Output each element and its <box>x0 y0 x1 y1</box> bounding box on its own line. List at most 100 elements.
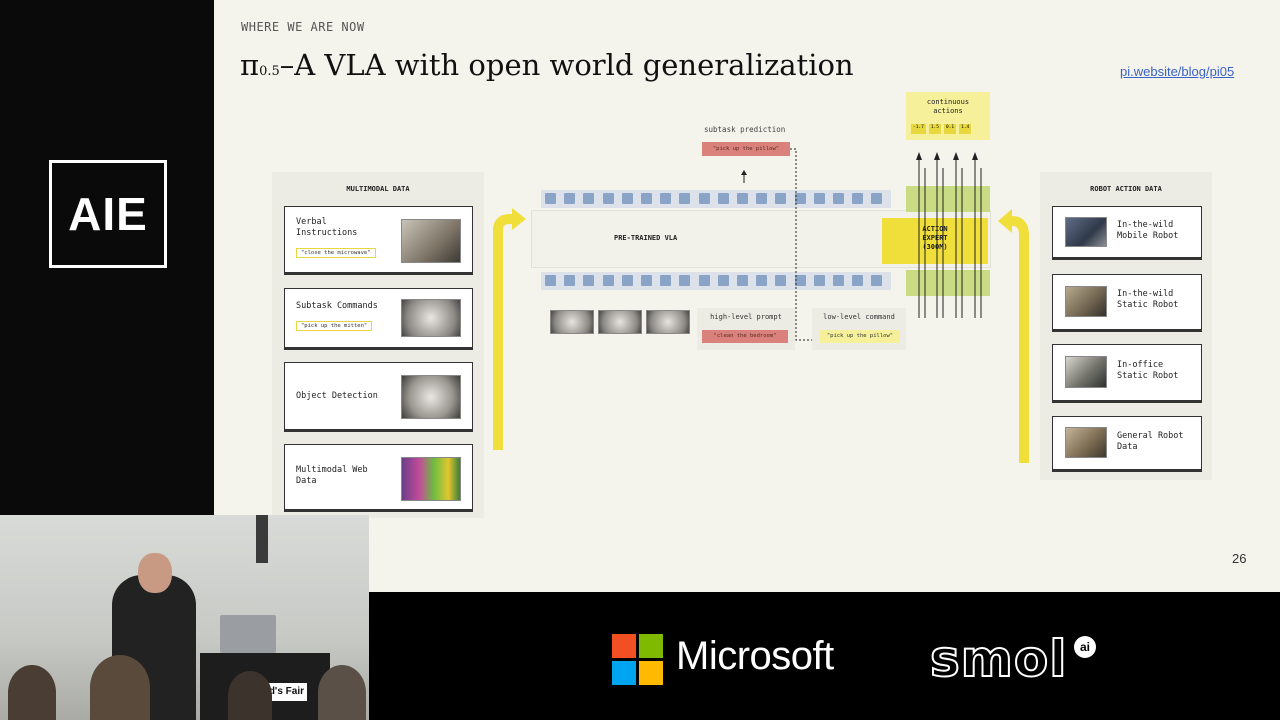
laptop <box>220 615 276 653</box>
card-label: In-the-wild Static Robot <box>1117 289 1179 310</box>
action-value: 0.1 <box>943 124 957 134</box>
card-label: Object Detection <box>296 391 378 401</box>
token <box>564 193 576 204</box>
multimodal-title: MULTIMODAL DATA <box>346 185 410 193</box>
action-expert-green-top <box>906 186 990 212</box>
page-number: 26 <box>1232 551 1247 566</box>
top-token-row <box>541 190 891 208</box>
card-multimodal-web: Multimodal Web Data <box>284 444 473 510</box>
office-robot-photo <box>1065 356 1107 388</box>
token <box>621 275 633 286</box>
token <box>641 193 652 204</box>
token <box>852 275 864 286</box>
token <box>756 193 768 204</box>
camera-image-3 <box>646 310 690 334</box>
microsoft-wordmark: Microsoft <box>676 634 834 678</box>
high-level-prompt-label: high-level prompt <box>710 313 782 321</box>
continuous-actions-label: continuous actions <box>926 98 970 115</box>
token <box>698 193 710 204</box>
audience-head <box>228 671 272 720</box>
card-general-robot: General Robot Data <box>1052 416 1202 470</box>
token <box>775 193 787 204</box>
token <box>679 193 691 204</box>
card-label: General Robot Data <box>1117 431 1184 452</box>
camera-image-1 <box>550 310 594 334</box>
token <box>602 193 614 204</box>
card-static-robot: In-the-wild Static Robot <box>1052 274 1202 330</box>
token <box>775 275 787 286</box>
aie-logo: AIE <box>49 160 167 268</box>
token <box>813 275 825 286</box>
presentation-slide: WHERE WE ARE NOW π0.5–A VLA with open wo… <box>214 0 1280 592</box>
card-object-detection: Object Detection <box>284 362 473 430</box>
card-mobile-robot: In-the-wild Mobile Robot <box>1052 206 1202 258</box>
high-level-prompt-pill: "clean the bedroom" <box>702 330 788 343</box>
token <box>641 275 652 286</box>
high-level-prompt-box: high-level prompt "clean the bedroom" <box>697 308 795 350</box>
token <box>679 275 691 286</box>
low-level-command-box: low-level command "pick up the pillow" <box>812 308 906 350</box>
card-label: In-office Static Robot <box>1117 360 1179 381</box>
microsoft-logo-icon <box>612 634 663 685</box>
token <box>871 275 883 286</box>
title-pi-subscript: 0.5 <box>259 64 280 79</box>
action-value: -1.7 <box>911 124 926 134</box>
token <box>833 193 844 204</box>
card-pill: "close the microwave" <box>296 248 376 258</box>
audience-head <box>318 665 366 720</box>
card-label: Verbal Instructions <box>296 217 358 238</box>
card-label: Subtask Commands <box>296 301 378 311</box>
static-robot-photo <box>1065 286 1107 317</box>
blog-link[interactable]: pi.website/blog/pi05 <box>1120 64 1235 79</box>
mobile-robot-photo <box>1065 217 1107 247</box>
card-subtask-commands: Subtask Commands "pick up the mitten" <box>284 288 473 348</box>
action-arrows <box>916 152 982 318</box>
token <box>717 193 729 204</box>
kitchen-photo <box>401 219 461 263</box>
low-level-command-label: low-level command <box>823 313 895 321</box>
audience-head <box>90 655 150 720</box>
token <box>756 275 768 286</box>
card-office-robot: In-office Static Robot <box>1052 344 1202 401</box>
audience-head <box>8 665 56 720</box>
action-values-row: -1.7 1.5 0.1 1.4 <box>911 124 987 134</box>
token <box>737 275 748 286</box>
token <box>833 275 844 286</box>
general-robot-photo <box>1065 427 1107 458</box>
token <box>545 275 556 286</box>
card-label: In-the-wild Mobile Robot <box>1117 220 1179 241</box>
smol-ai-badge: ai <box>1074 636 1096 658</box>
token <box>794 193 806 204</box>
token <box>583 275 595 286</box>
web-photo <box>401 457 461 501</box>
card-pill: "pick up the mitten" <box>296 321 373 331</box>
left-sidebar-panel <box>0 0 214 515</box>
token <box>602 275 614 286</box>
action-expert-green-bottom <box>906 270 990 296</box>
robot-action-title: ROBOT ACTION DATA <box>1090 185 1162 193</box>
card-label: Multimodal Web Data <box>296 465 368 486</box>
sponsor-bar <box>369 592 1280 720</box>
bottom-token-row <box>541 272 891 290</box>
dashed-connector <box>790 148 818 341</box>
action-value: 1.5 <box>928 124 941 134</box>
camera-image-2 <box>598 310 642 334</box>
fisheye-photo <box>401 299 461 337</box>
token <box>583 193 595 204</box>
token <box>794 275 806 286</box>
object-photo <box>401 375 461 419</box>
subtask-up-arrow <box>741 170 747 183</box>
title-text: –A VLA with open world generalization <box>279 48 854 82</box>
token <box>660 193 672 204</box>
continuous-actions-box: continuous actions -1.7 1.5 0.1 1.4 <box>906 92 990 140</box>
token <box>737 193 748 204</box>
smol-wordmark: smol <box>929 629 1068 689</box>
speaker-head <box>138 553 172 593</box>
action-expert-box: ACTION EXPERT (300M) <box>882 218 988 264</box>
token <box>564 275 576 286</box>
wall-pillar <box>256 515 268 563</box>
card-verbal-instructions: Verbal Instructions "close the microwave… <box>284 206 473 273</box>
left-yellow-arrow <box>493 208 526 450</box>
token <box>698 275 710 286</box>
token <box>717 275 729 286</box>
